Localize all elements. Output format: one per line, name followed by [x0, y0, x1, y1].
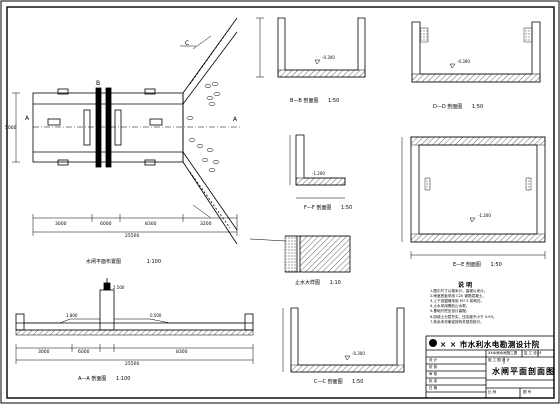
note-item: 7.其余未尽事宜按有关规范执行。 — [430, 319, 484, 324]
titleblock-label-approve: 批 准 — [429, 379, 438, 383]
plan-view-title: 水闸平面布置图 1:100 — [86, 259, 161, 266]
plan-scale-text: 1:100 — [146, 259, 162, 265]
bb-scale-text: 1:50 — [328, 98, 340, 104]
note-item: 1.图中尺寸以毫米计，高程以米计。 — [430, 289, 488, 294]
titleblock-label-design: 设 计 — [429, 358, 438, 362]
titleblock-cell-design: 复 工 设 计 — [524, 351, 542, 355]
note-item: 5.基础开挖至设计高程。 — [430, 309, 470, 314]
organization-name: × × 市水利水电勘测设计院 — [440, 340, 540, 349]
design-notes: 说 明 1.图中尺寸以毫米计，高程以米计。 2.闸室底板采用 C20 钢筋混凝土… — [430, 282, 497, 325]
titleblock-label-scale: 比 例 — [488, 390, 497, 394]
cc-section-view — [282, 307, 405, 373]
plan-dim-4: 3200 — [200, 222, 212, 227]
aa-view-title: A—A 剖面图 1:100 — [78, 376, 130, 383]
bb-view-title: B—B 剖面图 1:50 — [290, 98, 339, 105]
drawing-title: 水闸平面剖面图 — [492, 367, 555, 376]
plan-section-mark-a-right: A — [233, 116, 238, 123]
bb-section-view — [256, 17, 366, 78]
bb-elev: -0.300 — [322, 55, 335, 60]
plan-dim-1: 3000 — [55, 222, 67, 227]
titleblock-cell-construction: 施 工 图 设 计 — [488, 358, 510, 362]
dd-section-view — [411, 21, 541, 83]
aa-elev-3: 0.500 — [150, 313, 162, 318]
dd-scale-text: 1:50 — [471, 104, 484, 110]
plan-side-dim: 5000 — [5, 126, 17, 131]
plan-title-text: 水闸平面布置图 — [86, 259, 122, 265]
aa-dim-1: 3000 — [38, 350, 50, 355]
sheet-inner-border — [6, 6, 555, 399]
note-item: 2.闸室底板采用 C20 钢筋混凝土。 — [430, 294, 486, 299]
cc-elev: -0.300 — [352, 351, 365, 356]
aa-elev-1: 2.500 — [113, 285, 125, 290]
title-block — [425, 335, 555, 399]
note-item: 3.上下游翼墙采用 M7.5 浆砌石。 — [430, 299, 485, 304]
aa-dim-2: 6000 — [78, 350, 90, 355]
cc-scale-text: 1:50 — [352, 379, 364, 385]
aa-total-dim: 25500 — [125, 362, 140, 367]
detail-scale-text: 1:10 — [329, 280, 341, 286]
ee-elev: -1.200 — [478, 213, 491, 218]
plan-dim-3: 8300 — [145, 222, 157, 227]
waterstop-detail-view — [249, 235, 351, 273]
plan-view — [12, 17, 240, 245]
bb-title-text: B—B 剖面图 — [290, 98, 319, 104]
ff-scale-text: 1:50 — [340, 205, 353, 211]
plan-section-mark-b: B — [96, 80, 101, 87]
ee-title-text: E—E 剖面图 — [453, 262, 481, 268]
aa-scale-text: 1:100 — [116, 376, 131, 382]
cc-view-title: C—C 剖面图 1:50 — [314, 379, 363, 386]
ff-elev: -1.200 — [312, 171, 325, 176]
aa-section-view — [15, 278, 254, 364]
aa-elev-2: 1.800 — [66, 313, 78, 318]
notes-heading: 说 明 — [458, 282, 473, 289]
ee-scale-text: 1:50 — [490, 262, 502, 268]
dd-title-text: D—D 剖面图 — [433, 104, 463, 110]
ee-view-title: E—E 剖面图 1:50 — [453, 262, 502, 269]
titleblock-label-check: 校 核 — [429, 365, 438, 369]
plan-section-mark-c: C — [185, 40, 190, 47]
ff-view-title: F—F 剖面图 1:50 — [304, 205, 352, 212]
detail-title-text: 止水大样图 — [295, 280, 321, 286]
titleblock-label-review: 审 核 — [429, 372, 438, 376]
aa-dim-3: 8300 — [176, 350, 188, 355]
detail-view-title: 止水大样图 1:10 — [295, 280, 341, 287]
ff-section-view — [289, 134, 346, 199]
ee-section-view — [401, 136, 546, 259]
titleblock-label-date: 日 期 — [429, 386, 438, 390]
plan-dim-2: 6000 — [100, 222, 112, 227]
titleblock-project: XX水闸水闸施工图 — [488, 351, 518, 355]
dd-view-title: D—D 剖面图 1:50 — [433, 104, 483, 111]
ff-title-text: F—F 剖面图 — [304, 205, 332, 211]
note-item: 4.止水采用橡胶止水带。 — [430, 304, 470, 309]
aa-title-text: A—A 剖面图 — [78, 376, 107, 382]
plan-section-mark-a-left: A — [25, 115, 30, 122]
dd-elev: -0.300 — [457, 59, 470, 64]
cc-title-text: C—C 剖面图 — [314, 379, 343, 385]
note-item: 6.回填土分层夯实，压实度不小于 0.93。 — [430, 314, 497, 319]
titleblock-label-number: 图 号 — [523, 390, 532, 394]
plan-total-dim: 25500 — [125, 234, 140, 239]
